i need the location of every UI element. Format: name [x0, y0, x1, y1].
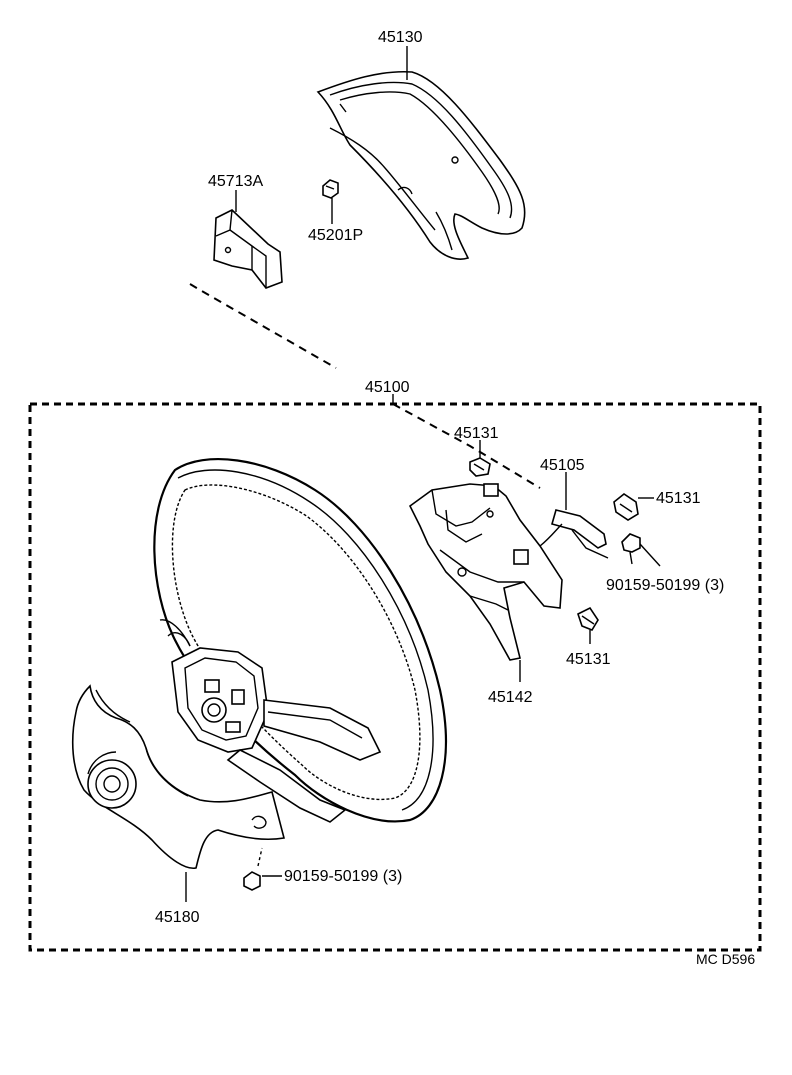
clip-45131-lower — [577, 606, 599, 631]
label-45180: 45180 — [155, 909, 200, 926]
dashed-connector-bracket — [189, 283, 337, 369]
bracket-cover-45142 — [408, 483, 563, 661]
bracket-45713a — [213, 209, 283, 289]
drawing-code: MC D596 — [696, 951, 755, 967]
bolt-left — [243, 847, 263, 891]
label-45100: 45100 — [365, 379, 410, 396]
clip-45131-top — [469, 457, 491, 477]
steering-wheel-rim — [153, 458, 447, 823]
label-45713a: 45713A — [208, 173, 263, 190]
label-45131-right: 45131 — [656, 490, 701, 507]
label-45131-lower: 45131 — [566, 651, 611, 668]
bolt-right — [621, 533, 641, 565]
horn-pad-45180 — [71, 684, 285, 869]
clip-45131-right — [613, 493, 639, 521]
steering-hub — [159, 619, 382, 823]
label-45105: 45105 — [540, 457, 585, 474]
label-45130: 45130 — [378, 29, 423, 46]
leader-bolt-right — [639, 543, 661, 567]
label-45142: 45142 — [488, 689, 533, 706]
label-bolt-left: 90159-50199 (3) — [284, 868, 402, 885]
pad-cover-45130 — [316, 70, 526, 260]
dashed-connector-45100 — [392, 403, 541, 489]
horn-contact-45105 — [539, 509, 609, 559]
label-bolt-right: 90159-50199 (3) — [606, 577, 724, 594]
nut-45201p — [322, 179, 339, 199]
label-45131-top: 45131 — [454, 425, 499, 442]
label-45201p: 45201P — [308, 227, 363, 244]
